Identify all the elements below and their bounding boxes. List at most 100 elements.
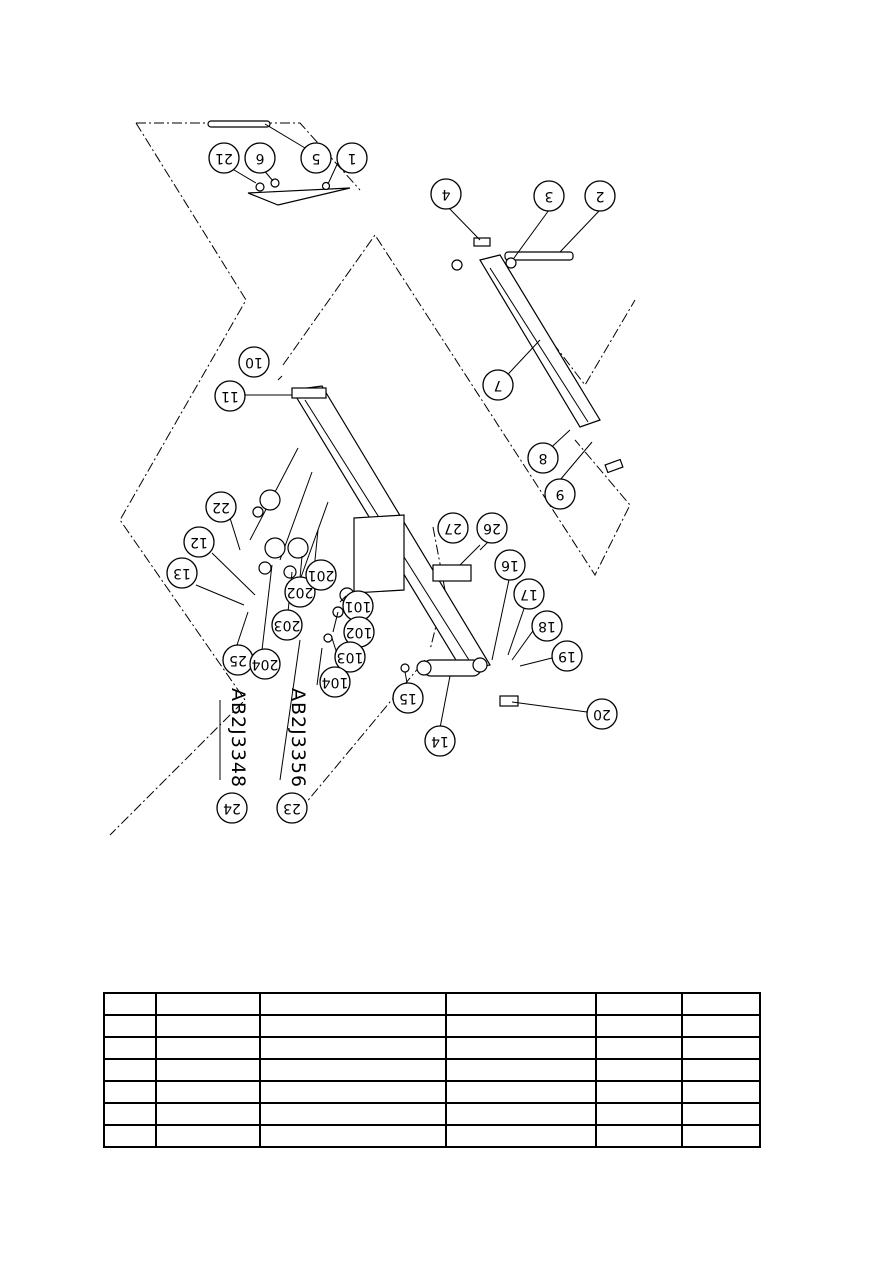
table-cell (681, 992, 761, 1016)
svg-text:27: 27 (444, 520, 462, 536)
table-cell (445, 1036, 597, 1060)
table-cell (155, 1102, 261, 1126)
callout-10: 10 (238, 346, 270, 378)
callout-16: 16 (494, 549, 526, 581)
table-cell (259, 992, 447, 1016)
callout-15: 15 (392, 682, 424, 714)
table-cell (681, 1102, 761, 1126)
svg-text:2: 2 (596, 188, 605, 204)
callout-202: 202 (284, 576, 316, 608)
table-cell (445, 1014, 597, 1038)
table-cell (259, 1124, 447, 1148)
callout-103: 103 (334, 641, 366, 673)
callout-204: 204 (249, 648, 281, 680)
callout-24: 24 (216, 792, 248, 824)
svg-text:204: 204 (252, 656, 279, 672)
svg-text:26: 26 (483, 520, 501, 536)
table-cell (595, 1102, 683, 1126)
table-cell (681, 1036, 761, 1060)
svg-text:101: 101 (345, 598, 372, 614)
table-row (103, 1014, 761, 1038)
table-row (103, 1102, 761, 1126)
table-cell (595, 1080, 683, 1104)
svg-text:12: 12 (190, 534, 208, 550)
svg-text:13: 13 (173, 565, 191, 581)
svg-text:5: 5 (312, 150, 321, 166)
table-cell (155, 1058, 261, 1082)
svg-text:4: 4 (441, 186, 450, 202)
svg-text:102: 102 (346, 624, 373, 640)
table-row (103, 1036, 761, 1060)
callout-5: 5 (300, 142, 332, 174)
table-cell (103, 1124, 157, 1148)
callout-3: 3 (533, 180, 565, 212)
svg-text:6: 6 (255, 150, 264, 166)
table-cell (445, 992, 597, 1016)
table-cell (445, 1058, 597, 1082)
svg-text:11: 11 (221, 388, 239, 404)
svg-text:9: 9 (556, 486, 565, 502)
svg-text:24: 24 (223, 800, 241, 816)
callout-201: 201 (305, 559, 337, 591)
table-cell (681, 1080, 761, 1104)
callout-17: 17 (513, 578, 545, 610)
callout-18: 18 (531, 610, 563, 642)
code-label-ab2j3356: AB2J3356 (287, 688, 309, 788)
callout-203: 203 (271, 609, 303, 641)
callout-4: 4 (430, 178, 462, 210)
svg-text:25: 25 (229, 652, 247, 668)
svg-text:21: 21 (215, 150, 233, 166)
table-cell (103, 1014, 157, 1038)
table-cell (681, 1058, 761, 1082)
callout-13: 13 (166, 557, 198, 589)
svg-text:19: 19 (558, 648, 576, 664)
table-cell (259, 1058, 447, 1082)
code-label-ab2j3348: AB2J3348 (227, 688, 249, 788)
table-cell (595, 992, 683, 1016)
svg-text:10: 10 (245, 354, 263, 370)
table-row (103, 1124, 761, 1148)
svg-text:202: 202 (287, 584, 314, 600)
top-bracket-assembly (207, 120, 351, 206)
parts-table (103, 992, 761, 1148)
table-cell (155, 1036, 261, 1060)
svg-text:15: 15 (399, 690, 417, 706)
svg-text:1: 1 (348, 150, 357, 166)
svg-text:201: 201 (308, 567, 335, 583)
svg-text:203: 203 (274, 617, 301, 633)
exploded-parts-diagram: 1 5 6 21 2 3 4 7 8 9 10 11 22 12 13 25 2… (109, 120, 636, 836)
table-cell (445, 1124, 597, 1148)
table-cell (155, 1124, 261, 1148)
table-cell (595, 1124, 683, 1148)
svg-text:8: 8 (539, 450, 548, 466)
table-cell (595, 1058, 683, 1082)
table-cell (259, 1102, 447, 1126)
callout-22: 22 (205, 491, 237, 523)
table-cell (103, 1058, 157, 1082)
svg-text:103: 103 (337, 649, 364, 665)
table-cell (155, 1014, 261, 1038)
svg-text:22: 22 (212, 499, 230, 515)
svg-text:14: 14 (431, 733, 449, 749)
callout-9: 9 (544, 478, 576, 510)
callout-20: 20 (586, 698, 618, 730)
svg-text:18: 18 (538, 618, 556, 634)
table-cell (259, 1014, 447, 1038)
svg-text:17: 17 (520, 586, 538, 602)
main-beam (240, 375, 588, 729)
callout-23: 23 (276, 792, 308, 824)
table-cell (595, 1014, 683, 1038)
callout-14: 14 (424, 725, 456, 757)
table-cell (445, 1080, 597, 1104)
callout-26: 26 (476, 512, 508, 544)
table-header-row (103, 992, 761, 1016)
table-cell (259, 1036, 447, 1060)
callout-21: 21 (208, 142, 240, 174)
callout-25: 25 (222, 644, 254, 676)
right-arm-assembly (445, 204, 624, 481)
callout-7: 7 (482, 369, 514, 401)
svg-text:23: 23 (283, 800, 301, 816)
callout-19: 19 (551, 640, 583, 672)
svg-text:7: 7 (494, 377, 503, 393)
callout-12: 12 (183, 526, 215, 558)
